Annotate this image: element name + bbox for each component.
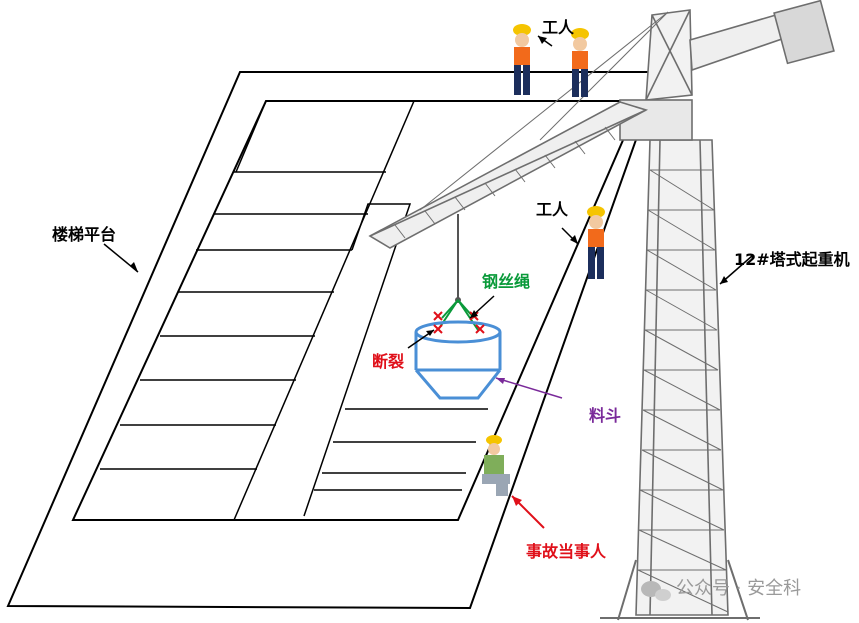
arrowheads [130, 36, 728, 506]
stair-flight-right [303, 203, 488, 517]
label-accident-party: 事故当事人 [526, 542, 607, 561]
label-workers-top: 工人 [542, 18, 575, 37]
tower-crane [368, 0, 835, 621]
label-hopper: 料斗 [589, 406, 622, 425]
label-stair-platform: 楼梯平台 [52, 225, 117, 244]
watermark-text: 公众号 · 安全科 [676, 578, 802, 599]
label-worker-mid: 工人 [536, 200, 569, 219]
wechat-icon [641, 581, 671, 601]
accident-party-figure [482, 435, 510, 496]
worker-top-left [513, 24, 531, 95]
label-fracture: 断裂 [372, 352, 405, 371]
label-crane: 12#塔式起重机 [734, 250, 850, 269]
stair-flight-left [100, 100, 415, 521]
worker-top-right [571, 28, 589, 97]
worker-mid [587, 206, 605, 279]
hopper [414, 320, 502, 400]
label-wire-rope: 钢丝绳 [482, 272, 531, 291]
